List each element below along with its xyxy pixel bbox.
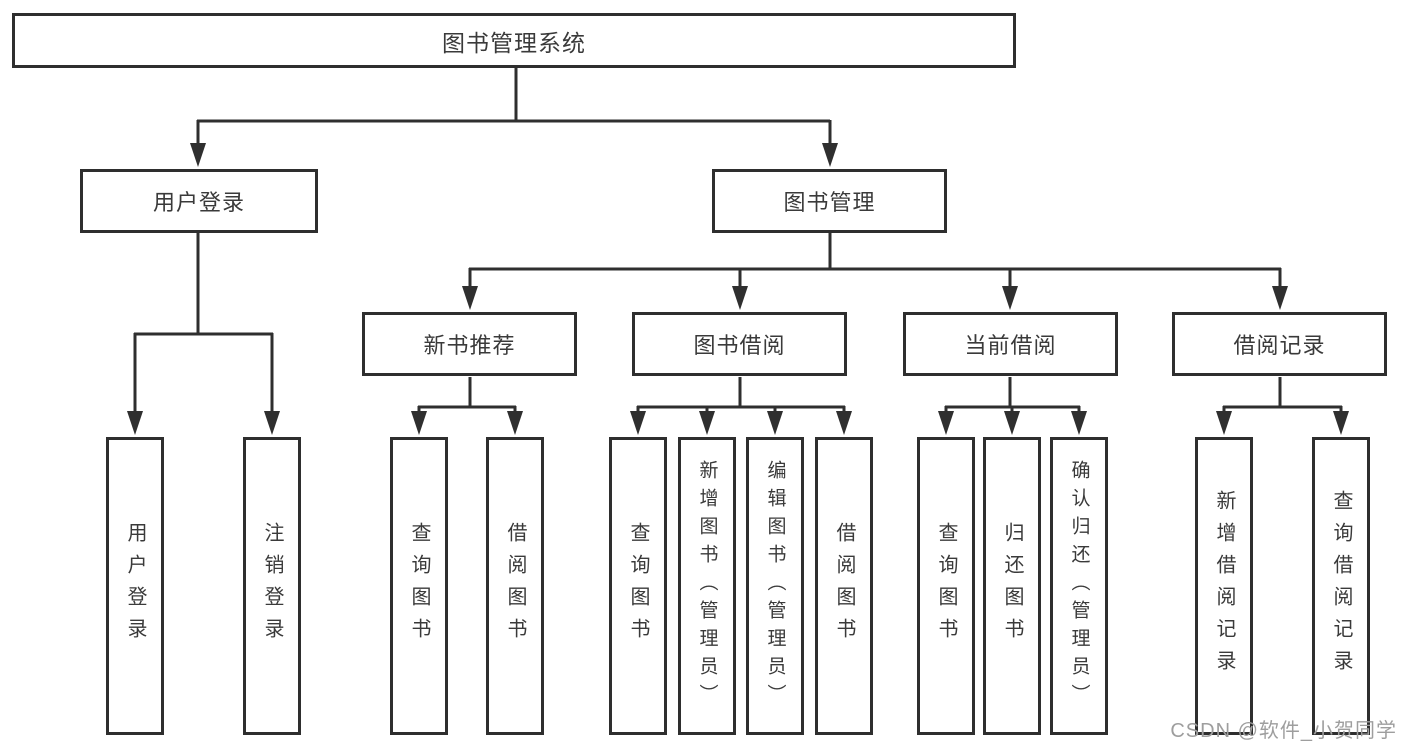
node-user-login: 用户登录 (80, 169, 318, 233)
node-new-book-recommendation: 新书推荐 (362, 312, 577, 376)
leaf-borrow-books: 借阅图书 (815, 437, 873, 735)
leaf-query-books: 查询图书 (609, 437, 667, 735)
leaf-user-login: 用户登录 (106, 437, 164, 735)
node-current-borrowing: 当前借阅 (903, 312, 1118, 376)
node-library-management-system: 图书管理系统 (12, 13, 1016, 68)
leaf-label: 查询图书 (627, 522, 649, 650)
node-label: 新书推荐 (423, 333, 516, 358)
leaf-label: 查询图书 (935, 522, 957, 650)
leaf-label: 查询借阅记录 (1330, 490, 1352, 682)
leaf-edit-book-admin: 编辑图书（管理员） (746, 437, 804, 735)
leaf-query-books: 查询图书 (390, 437, 448, 735)
leaf-borrow-books: 借阅图书 (486, 437, 544, 735)
leaf-query-books: 查询图书 (917, 437, 975, 735)
leaf-confirm-return-admin: 确认归还（管理员） (1050, 437, 1108, 735)
leaf-label: 借阅图书 (833, 522, 855, 650)
leaf-query-borrow-record: 查询借阅记录 (1312, 437, 1370, 735)
arrowheads (127, 143, 1349, 435)
leaf-label: 查询图书 (408, 522, 430, 650)
csdn-watermark: CSDN @软件_小贺同学 (1170, 720, 1397, 742)
node-label: 当前借阅 (964, 333, 1057, 358)
leaf-label: 新增借阅记录 (1213, 490, 1235, 682)
node-label: 用户登录 (152, 190, 245, 215)
leaf-label: 注销登录 (261, 522, 283, 650)
leaf-label: 编辑图书（管理员） (764, 460, 786, 712)
node-book-borrowing: 图书借阅 (632, 312, 847, 376)
leaf-add-book-admin: 新增图书（管理员） (678, 437, 736, 735)
leaf-label: 确认归还（管理员） (1068, 460, 1090, 712)
leaf-add-borrow-record: 新增借阅记录 (1195, 437, 1253, 735)
node-borrowing-records: 借阅记录 (1172, 312, 1387, 376)
node-label: 图书管理系统 (442, 29, 586, 56)
leaf-label: 新增图书（管理员） (696, 460, 718, 712)
node-book-management: 图书管理 (712, 169, 947, 233)
leaf-return-books: 归还图书 (983, 437, 1041, 735)
node-label: 图书管理 (783, 190, 876, 215)
leaf-label: 借阅图书 (504, 522, 526, 650)
node-label: 借阅记录 (1233, 333, 1326, 358)
node-label: 图书借阅 (693, 333, 786, 358)
leaf-label: 归还图书 (1001, 522, 1023, 650)
leaf-label: 用户登录 (124, 522, 146, 650)
leaf-logout: 注销登录 (243, 437, 301, 735)
